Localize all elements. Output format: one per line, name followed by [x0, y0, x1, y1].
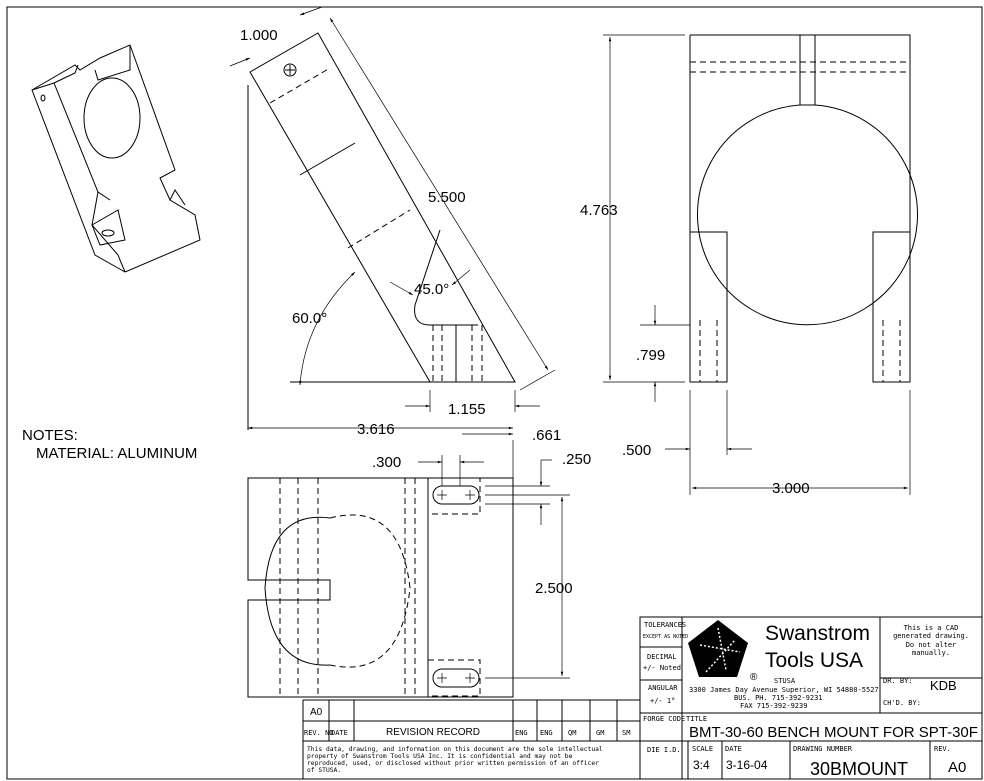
company-name-line1: Swanstrom [765, 622, 870, 645]
company-phone: BUS. PH. 715-392-9231 [734, 694, 823, 702]
rev-header-sm: SM [622, 729, 630, 737]
dim-60: 60.0° [292, 310, 327, 327]
cad-note-4: manually. [912, 649, 950, 657]
dim-3000: 3.000 [772, 480, 810, 497]
date-value: 3-16-04 [726, 758, 768, 772]
scale-label: SCALE [692, 745, 713, 753]
decimal-label: DECIMAL [647, 653, 677, 661]
title-label: TITLE [686, 715, 707, 723]
forge-code-label: FORGE CODE [643, 715, 685, 723]
registered-mark: ® [750, 672, 758, 683]
angular-label: ANGULAR [648, 684, 678, 692]
dim-250: .250 [562, 451, 591, 468]
dim-5500: 5.500 [428, 189, 466, 206]
rev-header-rev-no: REV. NO [304, 729, 334, 737]
rev-header-eng1: ENG [515, 729, 528, 737]
dim-1155: 1.155 [448, 401, 486, 418]
side-view-angled: 1.000 5.500 45.0° 60.0° 1.155 3.616 [229, 6, 556, 438]
rev-label: REV. [934, 745, 951, 753]
confidential-line-1: This data, drawing, and information on t… [307, 746, 603, 753]
cad-note-1: This is a CAD [904, 624, 959, 632]
sheet-border [6, 6, 983, 780]
die-id-label: DIE I.D. [647, 746, 681, 754]
rev-value: A0 [948, 759, 966, 776]
rev-header-eng2: ENG [540, 729, 553, 737]
company-abbrev: STUSA [774, 677, 796, 685]
rev-header-qm: QM [568, 729, 576, 737]
dim-799: .799 [636, 347, 665, 364]
front-view: 4.763 .799 .500 3.000 [580, 34, 918, 497]
checked-by-label: CH'D. BY: [883, 699, 921, 707]
angular-value: +/- 1° [650, 697, 675, 705]
confidential-line-4: of STUSA. [307, 767, 341, 774]
confidential-line-3: reproduced, used, or disclosed without p… [307, 760, 599, 767]
company-logo [688, 620, 748, 677]
dim-500: .500 [622, 442, 651, 459]
dim-4763: 4.763 [580, 202, 618, 219]
tolerances-label: TOLERANCES [644, 621, 686, 629]
dim-2500: 2.500 [535, 580, 573, 597]
dim-661: .661 [532, 427, 561, 444]
isometric-view [31, 44, 201, 273]
dim-300: .300 [372, 454, 401, 471]
drawn-by-label: DR. BY: [883, 677, 913, 685]
rev-header-gm: GM [596, 729, 604, 737]
revision-entry: A0 [310, 707, 323, 718]
drawing-title: BMT-30-60 BENCH MOUNT FOR SPT-30F [689, 724, 978, 741]
notes-heading: NOTES: [22, 427, 78, 444]
notes-material: MATERIAL: ALUMINUM [36, 445, 197, 462]
rev-header-record: REVISION RECORD [386, 727, 480, 738]
drawn-by: KDB [930, 678, 957, 693]
dim-3616: 3.616 [357, 421, 395, 438]
dim-45: 45.0° [414, 281, 449, 298]
company-name-line2: Tools USA [765, 649, 863, 672]
cad-note-2: generated drawing. [893, 632, 969, 640]
company-fax: FAX 715-392-9239 [740, 702, 807, 710]
company-address: 3300 James Day Avenue Superior, WI 54880… [689, 686, 879, 694]
scale-value: 3:4 [693, 758, 710, 772]
drawing-number-label: DRAWING NUMBER [793, 745, 853, 753]
dim-1000: 1.000 [240, 27, 278, 44]
cad-note-3: Do not alter [906, 641, 957, 649]
tolerances-sub: EXCEPT AS NOTED [643, 634, 688, 640]
title-block: TOLERANCES EXCEPT AS NOTED DECIMAL +/- N… [302, 616, 983, 780]
revision-block: A0 REV. NO DATE REVISION RECORD ENG ENG … [304, 707, 630, 774]
drawing-number: 30BMOUNT [810, 759, 908, 779]
decimal-value: +/- Noted [643, 664, 681, 672]
top-view: .300 .661 .250 2.500 [247, 427, 591, 698]
rev-header-date: DATE [331, 729, 348, 737]
confidential-line-2: property of Swanstrom Tools USA Inc. It … [307, 753, 573, 760]
date-label: DATE [725, 745, 742, 753]
